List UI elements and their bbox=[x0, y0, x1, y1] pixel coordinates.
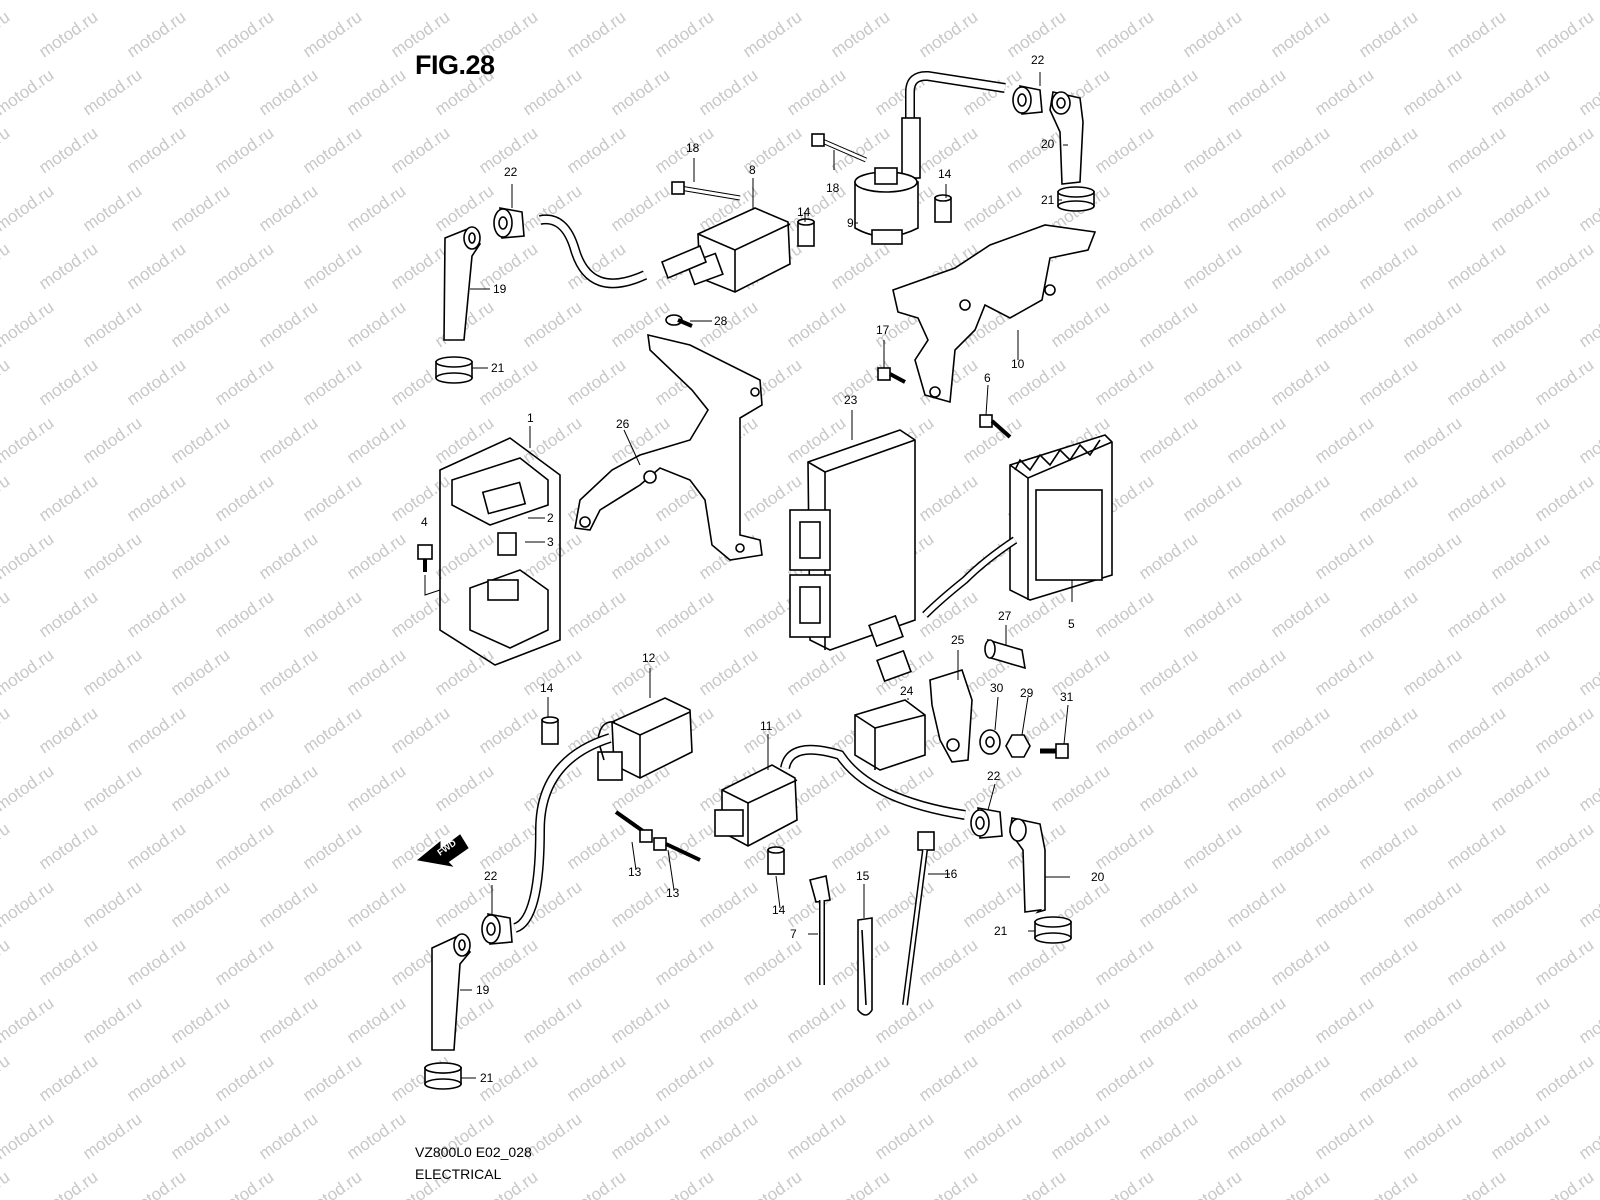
spacer-27 bbox=[984, 638, 1026, 670]
callout-10: 10 bbox=[1011, 357, 1025, 371]
clamp-7 bbox=[809, 875, 831, 985]
callout-21: 21 bbox=[491, 361, 505, 375]
ignition-coil-12 bbox=[597, 697, 693, 781]
callout-2: 2 bbox=[547, 511, 554, 525]
regulator-harness bbox=[868, 536, 1018, 683]
callout-21: 21 bbox=[480, 1071, 494, 1085]
callout-5: 5 bbox=[1068, 617, 1075, 631]
grommet-bottom-left bbox=[481, 913, 513, 945]
callout-18: 18 bbox=[826, 181, 840, 195]
plug-seal-bottom-left bbox=[424, 1062, 462, 1090]
callout-14: 14 bbox=[772, 903, 786, 917]
callout-21: 21 bbox=[994, 924, 1008, 938]
spacer-14-top-right bbox=[934, 194, 952, 223]
ignition-lead-bottom-left bbox=[512, 733, 612, 933]
callout-labels: 22 20 21 18 8 18 14 14 9 22 19 21 28 17 … bbox=[421, 53, 1105, 1085]
bolt-18-left bbox=[671, 181, 741, 201]
callout-14: 14 bbox=[540, 681, 554, 695]
callout-21: 21 bbox=[1041, 193, 1055, 207]
callout-13: 13 bbox=[628, 865, 642, 879]
diagram-code: VZ800L0 E02_028 bbox=[415, 1144, 532, 1160]
figure-title: FIG.28 bbox=[415, 50, 495, 80]
spark-plug-cap-bottom-right bbox=[1009, 817, 1046, 914]
callout-24: 24 bbox=[900, 684, 914, 698]
callout-23: 23 bbox=[844, 393, 858, 407]
callout-4: 4 bbox=[421, 515, 428, 529]
callout-15: 15 bbox=[856, 869, 870, 883]
washer-30 bbox=[979, 729, 1001, 755]
callout-1: 1 bbox=[527, 411, 534, 425]
callout-22: 22 bbox=[1031, 53, 1045, 67]
plug-seal-top-left bbox=[435, 356, 473, 384]
ignition-lead-top-right bbox=[905, 70, 1006, 118]
spacer-14-bottom-center bbox=[767, 846, 785, 875]
callout-20: 20 bbox=[1091, 870, 1105, 884]
bracket-25 bbox=[929, 669, 973, 763]
regulator-rectifier-5 bbox=[1009, 434, 1113, 601]
grommet-top-right bbox=[1012, 85, 1043, 115]
callout-22: 22 bbox=[504, 165, 518, 179]
band-15 bbox=[857, 917, 873, 1016]
bolt-31 bbox=[1040, 743, 1069, 759]
ignition-coil-9 bbox=[854, 117, 921, 245]
callout-31: 31 bbox=[1060, 690, 1074, 704]
callout-19: 19 bbox=[493, 282, 507, 296]
spacer-14-top-left bbox=[797, 218, 815, 247]
spark-plug-cap-top-left bbox=[443, 226, 481, 341]
grommet-top-left bbox=[493, 207, 525, 239]
callout-14: 14 bbox=[938, 167, 952, 181]
fuse-box-1 bbox=[439, 437, 561, 666]
callout-22: 22 bbox=[484, 869, 498, 883]
callout-6: 6 bbox=[984, 371, 991, 385]
spark-plug-cap-bottom-left bbox=[431, 933, 472, 1051]
bracket-10 bbox=[892, 224, 1097, 404]
callout-14: 14 bbox=[797, 205, 811, 219]
bolt-4 bbox=[417, 544, 433, 572]
plug-seal-bottom-right bbox=[1034, 916, 1072, 944]
callout-9: 9 bbox=[847, 216, 854, 230]
bolt-13-right bbox=[653, 837, 701, 862]
callout-12: 12 bbox=[642, 651, 656, 665]
grommet-bottom-right bbox=[970, 807, 1003, 839]
callout-19: 19 bbox=[476, 983, 490, 997]
nut-29 bbox=[1005, 734, 1031, 758]
cable-tie-16 bbox=[902, 831, 935, 1006]
leader-4 bbox=[424, 575, 441, 596]
callout-28: 28 bbox=[714, 314, 728, 328]
callout-26: 26 bbox=[616, 417, 630, 431]
spark-plug-cap-top-right bbox=[1049, 91, 1084, 185]
bolt-18-right bbox=[811, 133, 867, 163]
fwd-arrow-icon: FWD bbox=[416, 834, 469, 867]
relay-24 bbox=[854, 699, 926, 771]
ignition-coil-8 bbox=[660, 207, 791, 293]
callout-20: 20 bbox=[1041, 137, 1055, 151]
spacer-14-bottom-left bbox=[541, 716, 559, 745]
leader-lines bbox=[460, 72, 1073, 1079]
callout-18: 18 bbox=[686, 141, 700, 155]
ignition-lead-top-left bbox=[539, 214, 648, 289]
callout-22: 22 bbox=[987, 769, 1001, 783]
ignition-lead-bottom-right bbox=[780, 744, 966, 820]
callout-8: 8 bbox=[749, 163, 756, 177]
callout-30: 30 bbox=[990, 681, 1004, 695]
callout-13: 13 bbox=[666, 886, 680, 900]
callout-27: 27 bbox=[998, 609, 1012, 623]
bracket-26 bbox=[574, 333, 763, 561]
plug-seal-top-right bbox=[1057, 186, 1095, 212]
callout-25: 25 bbox=[951, 633, 965, 647]
callout-17: 17 bbox=[876, 323, 890, 337]
callout-29: 29 bbox=[1020, 686, 1034, 700]
callout-7: 7 bbox=[790, 927, 797, 941]
callout-11: 11 bbox=[760, 719, 773, 733]
callout-16: 16 bbox=[944, 867, 958, 881]
callout-3: 3 bbox=[547, 535, 554, 549]
ignition-coil-11 bbox=[714, 764, 798, 847]
section-name: ELECTRICAL bbox=[415, 1166, 502, 1182]
screw-28 bbox=[665, 314, 693, 328]
bolt-13-left bbox=[614, 810, 653, 843]
bolt-6 bbox=[979, 414, 1012, 439]
bolt-17 bbox=[877, 367, 906, 384]
ecm-23 bbox=[789, 429, 916, 651]
